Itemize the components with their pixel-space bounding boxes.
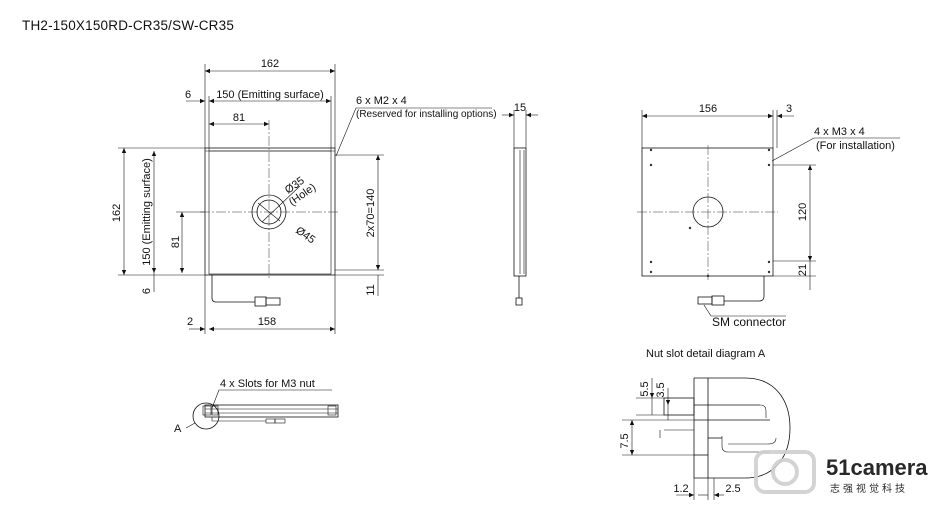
front-screw-label: 6 x M2 x 4 [356, 95, 407, 107]
drawing-title: TH2-150X150RD-CR35/SW-CR35 [22, 18, 235, 33]
back-dim-width: 156 [699, 103, 717, 115]
back-dim-bottom: 21 [797, 264, 809, 276]
dim-center-x: 81 [233, 112, 245, 124]
bottom-outline [204, 404, 339, 418]
dim-bottom-width: 158 [258, 316, 276, 328]
sm-connector [711, 295, 725, 306]
back-cable [724, 276, 765, 302]
back-dim-edge: 3 [786, 103, 792, 115]
back-screw-label: 4 x M3 x 4 [814, 126, 865, 138]
detail-dim-12: 1.2 [673, 483, 688, 495]
dim-overall-width: 162 [261, 58, 279, 70]
camera-logo-icon [754, 450, 816, 494]
dim-emitting-width: 150 (Emitting surface) [216, 89, 324, 101]
front-screw-note: (Reserved for installing options) [356, 109, 497, 120]
dim-edge-top: 6 [185, 89, 191, 101]
front-view: 162 150 (Emitting surface) 6 81 162 150 … [111, 58, 497, 334]
dim-emitting-height: 150 (Emitting surface) [141, 158, 153, 266]
detail-dim-35: 3.5 [655, 382, 667, 397]
side-view: 15 [502, 102, 538, 306]
watermark-sub: 志强视觉科技 [830, 482, 908, 495]
detail-dim-55: 5.5 [639, 381, 651, 396]
detail-marker-label: A [174, 423, 182, 435]
cable-connector [254, 296, 267, 307]
dim-bottom-offset: 11 [365, 284, 377, 295]
watermark-brand: 51camera [826, 455, 928, 480]
back-view: SM connector 156 3 4 x M3 x 4 (For insta… [637, 103, 900, 329]
back-hole [692, 196, 724, 228]
outer-ring [251, 194, 287, 230]
detail-title: Nut slot detail diagram A [646, 348, 766, 360]
dim-center-y: 81 [170, 236, 182, 248]
dim-overall-height: 162 [111, 204, 123, 222]
sm-connector-label: SM connector [712, 315, 786, 329]
detail-dim-25: 2.5 [725, 483, 740, 495]
detail-view-a: Nut slot detail diagram A 5.5 3.5 7.5 [619, 348, 791, 500]
front-outline [204, 147, 336, 276]
detail-marker-circle [192, 402, 220, 430]
nut-slot [663, 397, 695, 416]
bottom-view: 4 x Slots for M3 nut A [174, 378, 339, 435]
side-outline [513, 147, 527, 277]
cable [211, 275, 255, 303]
slot-label: 4 x Slots for M3 nut [220, 378, 315, 390]
watermark: 51camera 志强视觉科技 [754, 450, 928, 495]
dim-left-offset: 2 [187, 316, 193, 328]
detail-outline [694, 377, 791, 479]
back-dim-vertical: 120 [797, 203, 809, 221]
center-hole [256, 199, 282, 225]
back-screw-note: (For installation) [816, 140, 895, 152]
dim-hole-spacing: 2x70=140 [365, 189, 377, 238]
detail-dim-75: 7.5 [619, 433, 631, 448]
dim-edge-left: 6 [141, 288, 153, 294]
dim-thickness: 15 [514, 102, 526, 114]
outer-diameter-label: Ø45 [293, 225, 317, 247]
side-connector [515, 297, 523, 306]
